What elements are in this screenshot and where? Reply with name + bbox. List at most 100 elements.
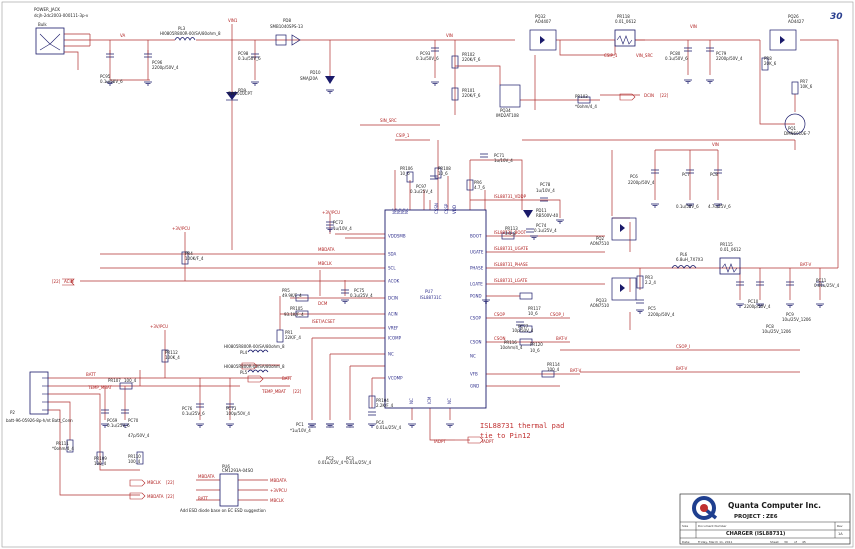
pr112-ref: PR112	[165, 350, 178, 355]
pc2-ref: PC2	[326, 456, 334, 461]
page-number: 30	[830, 12, 843, 22]
pd11-part: RB500V-40	[536, 213, 559, 218]
ic-pin-bottom: NC	[409, 398, 414, 404]
pc93-ref: PC93	[420, 51, 431, 56]
pr115-ref: PR115	[720, 242, 733, 247]
pr108-ref: PR108	[438, 166, 451, 171]
pr112-value: 100K_4	[165, 355, 180, 360]
pu6-ref: PU6	[222, 464, 230, 469]
pl4-ref: PL4	[240, 350, 248, 355]
pl6-ref: PL6	[680, 252, 688, 257]
sheet-value: 30	[784, 540, 788, 544]
thermal-note-line-2: tie to Pin12	[480, 432, 531, 440]
pc1-ref: PC1	[296, 422, 304, 427]
net-acin: ACIN	[64, 279, 74, 284]
ic-pin-right: VFB	[470, 372, 478, 377]
net-sin-src: SIN_SRC	[380, 118, 397, 123]
net-3vpcu-c: +3V/PCU	[150, 324, 168, 329]
pr3-value: 2.2_4	[645, 280, 656, 285]
inductor-pl3: PL3 HI0805R800R-00/SA/80ohm_8	[160, 26, 221, 41]
net-phase: ISL88731_PHASE	[494, 262, 528, 267]
pc76-value: 0.1u/25V_6	[182, 411, 205, 416]
shunt-resistors	[614, 29, 741, 275]
pr104-ref: PR104	[376, 398, 389, 403]
pr6-ref: PR6	[474, 180, 482, 185]
net-csop-i2: CSOP_I	[676, 344, 690, 349]
ic-pin-left: ICOMP	[388, 336, 402, 341]
ic-pin-left: VCOMP	[388, 376, 403, 381]
ground-symbol	[684, 79, 692, 84]
size-label: Size	[682, 524, 688, 528]
net-mbdata-flag: MBDATA	[147, 494, 164, 499]
pc75-ref: PC75	[354, 288, 365, 293]
net-labels: VIN1 VIN VIN VIN CSIP_1 VIN_SRC DCIN [22…	[52, 18, 811, 503]
ic-pin-right: CSOP	[470, 316, 481, 321]
ground-symbol	[251, 81, 259, 86]
ic-pin-left: NC	[388, 352, 394, 357]
ic-pin-top: CSSP	[444, 203, 449, 214]
ic-pin-top: NC	[392, 208, 397, 214]
thermal-note-line-1: ISL88731 thermal pad	[480, 422, 564, 430]
ic-pin-right: PHASE	[470, 266, 484, 271]
ic-pin-right: PGND	[470, 294, 482, 299]
net-temp-mbat: TEMP_MBAT	[87, 385, 112, 390]
ic-pin-top: NC	[396, 208, 401, 214]
pr4-ref: PR4	[185, 251, 193, 256]
pc4-value: 0.01u/25V_4	[376, 425, 402, 430]
net-vin: VIN	[446, 33, 453, 38]
net-lgate: ISL88731_LGATE	[494, 278, 528, 283]
ground-symbol	[226, 423, 234, 428]
batt-part: batt-96-05926-8p-h/nt Batt_Conn	[6, 418, 73, 423]
pl5-part: HI0805R800R-00/SA/80ohm_8	[224, 364, 285, 369]
pr110-ref: PR110	[128, 454, 141, 459]
mosfet-dots	[540, 36, 785, 292]
pd9-part: SW1010CPT	[228, 91, 253, 96]
pr103-value: *0ohm/4_4	[575, 104, 597, 109]
net-iset: ISET/ACSET	[312, 319, 336, 324]
ground-symbol	[706, 79, 714, 84]
net-3vpcu-d: +3VPCU	[270, 488, 287, 493]
pq33-part: AON7510	[590, 303, 609, 308]
power-jack-pin: Bulk	[38, 22, 47, 27]
pc10-value: 2200p/50V_4	[744, 304, 771, 309]
ground-symbol	[446, 423, 454, 428]
pr114-ref: PR114	[547, 362, 560, 367]
pc69-value: 0.1u/25V_6	[107, 423, 130, 428]
ic-pin-left: SCL	[388, 266, 396, 271]
pd10-ref: PD10	[310, 70, 321, 75]
ground-symbol	[106, 81, 114, 86]
pl3-ref: PL3	[178, 26, 186, 31]
pc96-ref: PC96	[152, 60, 163, 65]
pd11-ref: PD11	[536, 208, 547, 213]
ground-symbol	[308, 423, 316, 428]
net-dcin-flag: DCIN	[644, 93, 654, 98]
ic-pu7: PU7 ISL88731C VDDSMBSDASCLACOKDCINACINVR…	[384, 203, 487, 409]
pc3-value: *0.01u/25V_4	[344, 460, 372, 465]
pr116-ref: PR116	[504, 340, 517, 345]
ic-pin-left: VREF	[388, 326, 399, 331]
pc98-ref: PC98	[238, 51, 249, 56]
esd-note: Add ESD diode base on EC ESD suggestion	[180, 508, 266, 513]
pq2-ref: PQ2	[596, 236, 605, 241]
pc79-value: 2200p/50V_4	[716, 56, 743, 61]
ic-pin-right: BOOT	[470, 234, 482, 239]
pc80-ref: PC80	[670, 51, 681, 56]
pc77-value: 10p/50V_4	[512, 328, 534, 333]
pr109-value: 100_4	[94, 461, 107, 466]
pq32-ref: PQ32	[535, 14, 546, 19]
pc79-ref: PC79	[716, 51, 727, 56]
pr101-ref: PR101	[462, 88, 475, 93]
ic-pin-top: VDD	[452, 205, 457, 214]
ic-pin-top: CSSN	[434, 203, 439, 214]
date-value: Friday, March 11, 2011	[698, 540, 733, 544]
pc1-value: *1u/10V_4	[290, 428, 311, 433]
pc8-ref: PC8	[710, 172, 718, 177]
quanta-logo	[692, 496, 718, 520]
pc7-value: 0.1u/50V_6	[676, 204, 699, 209]
net-mbclk2: MBCLK	[270, 498, 284, 503]
ic-pin-right: LGATE	[470, 282, 483, 287]
date-label: Date:	[682, 540, 690, 544]
pr1-value: 22K/F_4	[285, 335, 301, 340]
pr105-value: 93.1K/F_4	[284, 312, 304, 317]
